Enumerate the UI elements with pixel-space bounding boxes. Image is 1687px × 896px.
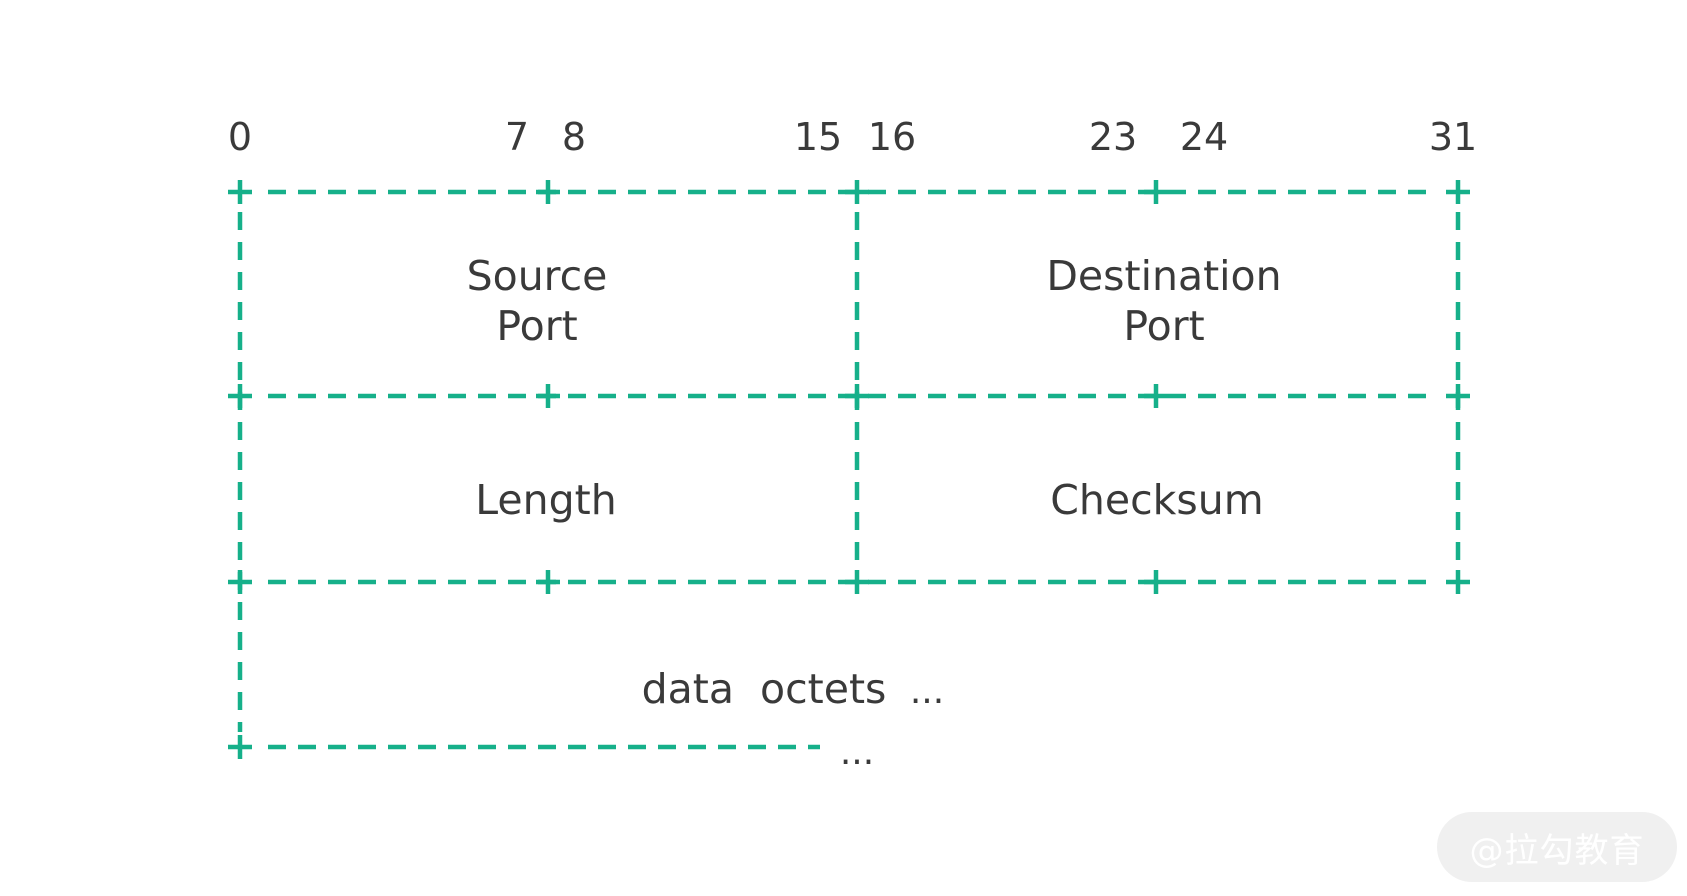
plus-marker <box>845 384 869 408</box>
plus-marker <box>1144 570 1168 594</box>
checksum-label: Checksum <box>1050 476 1263 524</box>
plus-marker <box>845 570 869 594</box>
watermark-text: @拉勾教育 <box>1469 830 1645 871</box>
bit-label-23: 23 <box>1089 115 1137 159</box>
plus-marker <box>228 735 252 759</box>
bit-label-16: 16 <box>868 115 916 159</box>
bit-label-7: 7 <box>505 115 529 159</box>
plus-marker <box>1144 180 1168 204</box>
plus-marker <box>228 180 252 204</box>
plus-marker <box>228 570 252 594</box>
plus-marker <box>536 384 560 408</box>
bit-label-8: 8 <box>562 115 586 159</box>
plus-marker <box>1446 180 1470 204</box>
plus-marker <box>1446 570 1470 594</box>
plus-marker <box>228 384 252 408</box>
plus-markers <box>228 180 1470 759</box>
vertical-border-lines <box>237 212 1461 732</box>
source-port-label-line1: Source <box>467 252 608 300</box>
plus-marker <box>536 180 560 204</box>
source-port-label-line2: Port <box>496 302 577 350</box>
bottom-row-ellipsis: ... <box>840 732 874 773</box>
length-label: Length <box>475 476 616 524</box>
plus-marker <box>536 570 560 594</box>
destination-port-label-line2: Port <box>1123 302 1204 350</box>
plus-marker <box>845 180 869 204</box>
bit-label-31: 31 <box>1429 115 1477 159</box>
plus-marker <box>1144 384 1168 408</box>
bit-label-0: 0 <box>228 115 252 159</box>
destination-port-label-line1: Destination <box>1046 252 1281 300</box>
data-octets-label: data octets <box>642 665 887 713</box>
plus-marker <box>1446 384 1470 408</box>
data-octets-ellipsis: ... <box>910 671 944 712</box>
bit-label-15: 15 <box>794 115 842 159</box>
watermark-badge: @拉勾教育 <box>1437 812 1677 882</box>
bit-label-24: 24 <box>1180 115 1228 159</box>
